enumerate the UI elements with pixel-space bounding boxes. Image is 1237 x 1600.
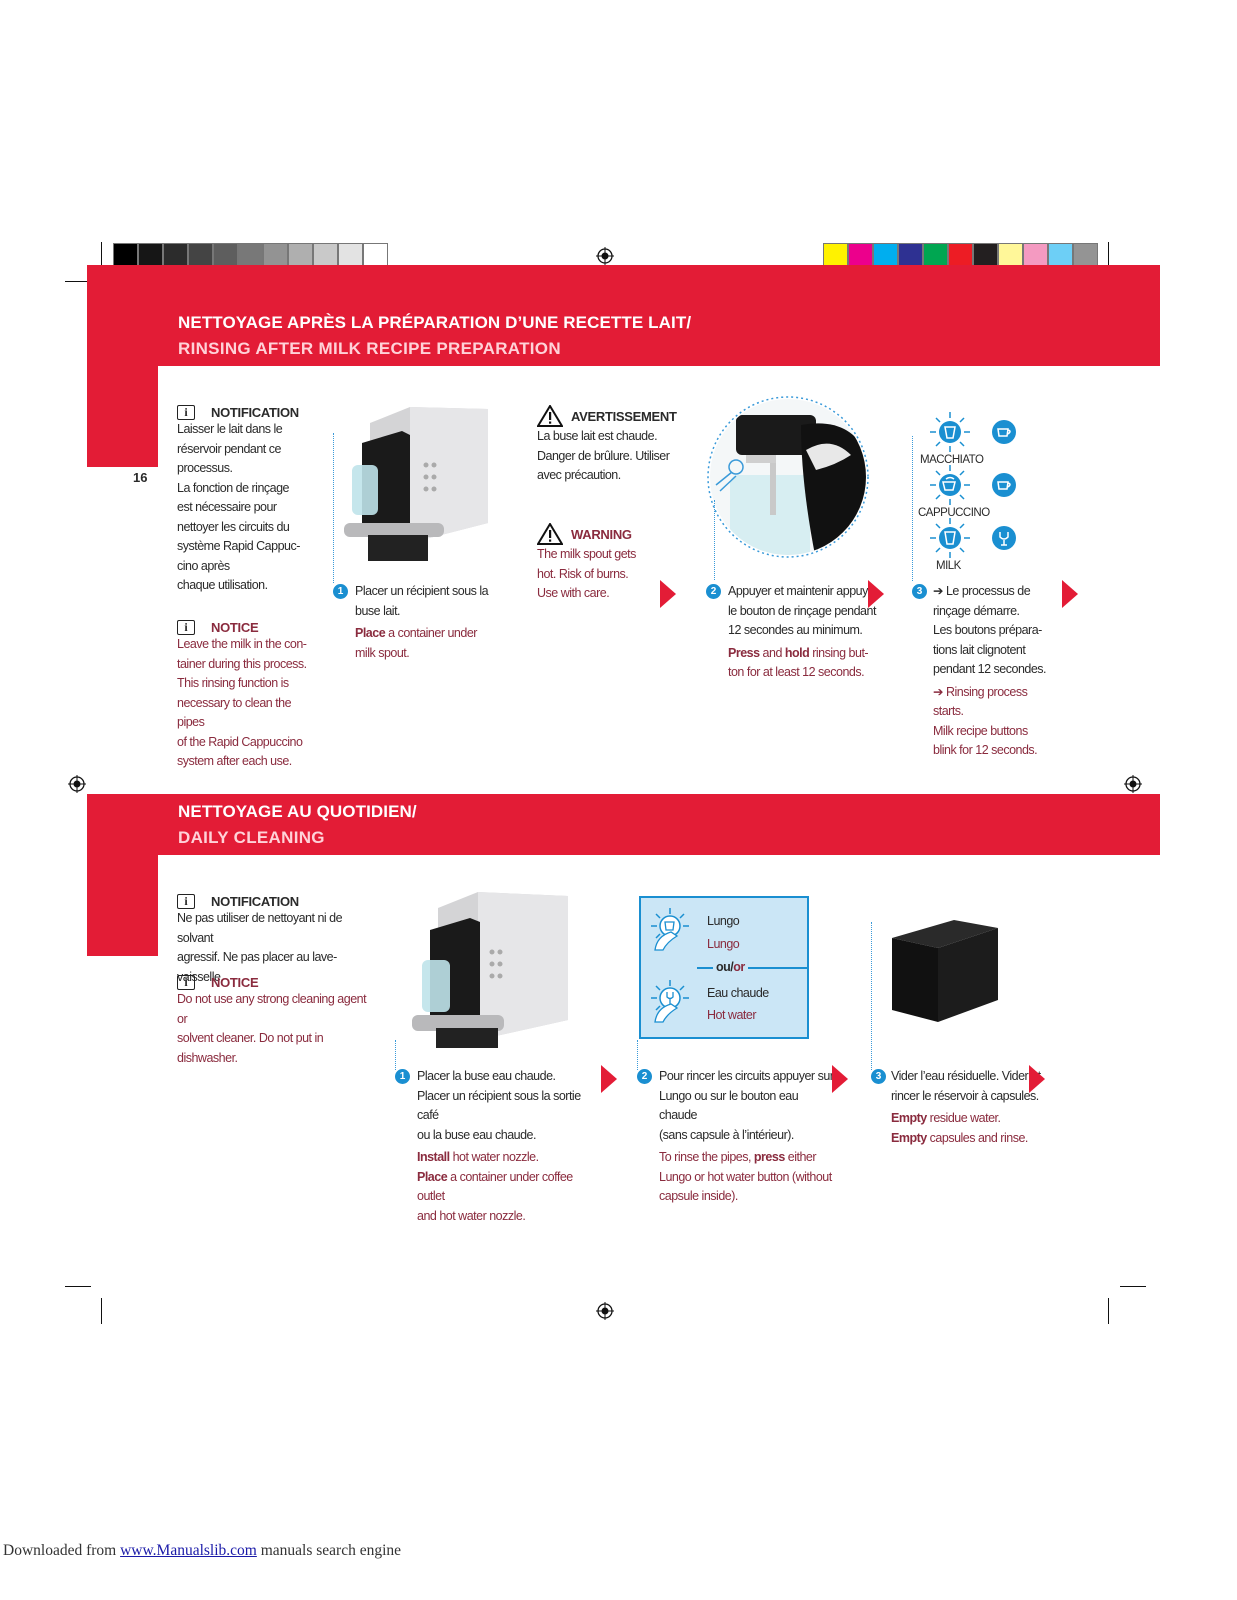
notification-block: i NOTIFICATION Ne pas utiliser de nettoy…: [177, 894, 377, 987]
step-divider: [714, 500, 715, 580]
notice-text: Do not use any strong cleaning agent or …: [177, 992, 367, 1065]
step-divider: [912, 436, 913, 581]
cappuccino-label: CAPPUCCINO: [918, 507, 990, 519]
coffee-machine-illustration: [344, 407, 488, 561]
step1-text: Placer un récipient sous la buse lait. P…: [355, 584, 489, 660]
lungo-button-icon[interactable]: [647, 906, 693, 952]
crop-mark: [65, 281, 91, 282]
milk-button-icon[interactable]: [930, 518, 970, 558]
step-divider: [637, 1040, 638, 1070]
step-number-badge: 3: [912, 584, 927, 599]
registration-mark-icon: [68, 775, 86, 793]
section-header-band: [87, 265, 1160, 366]
notice-text: Leave the milk in the con- tainer during…: [177, 637, 307, 768]
crop-mark: [1108, 1298, 1109, 1324]
step-divider: [395, 1040, 396, 1070]
lungo-label-fr: Lungo: [707, 914, 740, 928]
notice-block: i NOTICE Leave the milk in the con- tain…: [177, 620, 317, 772]
next-arrow-icon: [660, 580, 676, 608]
warning-triangle-icon: [537, 523, 563, 545]
hot-water-button-icon[interactable]: [647, 978, 693, 1024]
step-divider: [333, 433, 334, 583]
macchiato-button-icon[interactable]: [930, 412, 970, 452]
next-arrow-icon: [1062, 580, 1078, 608]
capsule-container-illustration: [892, 920, 998, 1022]
section-title-en: DAILY CLEANING: [178, 828, 325, 847]
notification-title: NOTIFICATION: [211, 405, 299, 420]
step-number-badge: 2: [706, 584, 721, 599]
notification-text: Laisser le lait dans le réservoir pendan…: [177, 422, 300, 592]
macchiato-label: MACCHIATO: [920, 454, 984, 466]
step2-text: Appuyer et maintenir appuyé le bouton de…: [728, 584, 876, 679]
cup-button-icon[interactable]: [991, 419, 1017, 445]
warning-triangle-icon: [537, 405, 563, 427]
download-footer: Downloaded from www.Manualslib.com manua…: [3, 1542, 402, 1559]
hot-water-label-en: Hot water: [707, 1008, 757, 1022]
manualslib-link[interactable]: www.Manualslib.com: [120, 1542, 257, 1559]
step2-text: Pour rincer les circuits appuyer sur Lun…: [659, 1069, 834, 1203]
warning-title: WARNING: [571, 526, 632, 542]
cup-button-icon[interactable]: [991, 472, 1017, 498]
button-panel: Lungo Lungo ou/or Eau chaude Hot water: [639, 896, 809, 1039]
cappuccino-button-icon[interactable]: [930, 465, 970, 505]
side-tab: [87, 366, 158, 467]
or-label: ou/or: [713, 958, 748, 978]
crop-mark: [101, 1298, 102, 1324]
avertissement-text: La buse lait est chaude. Danger de brûlu…: [537, 429, 670, 482]
notice-block: i NOTICE Do not use any strong cleaning …: [177, 975, 377, 1068]
avertissement-block: AVERTISSEMENT La buse lait est chaude. D…: [537, 405, 677, 486]
info-icon: i: [177, 975, 195, 990]
crop-mark: [101, 242, 102, 268]
coffee-machine-illustration: [412, 892, 568, 1048]
hot-water-label-fr: Eau chaude: [707, 986, 769, 1000]
notice-title: NOTICE: [211, 620, 259, 635]
milk-label: MILK: [936, 560, 961, 572]
page-number: 16: [133, 470, 148, 485]
step-number-badge: 2: [637, 1069, 652, 1084]
step3-text: ➔ Le processus de rinçage démarre. Les b…: [933, 584, 1047, 757]
step-divider: [871, 922, 872, 1070]
crop-mark: [1108, 242, 1109, 268]
section-title-fr: NETTOYAGE AU QUOTIDIEN/: [178, 802, 417, 821]
milk-spout-closeup-illustration: [707, 396, 869, 558]
next-arrow-icon: [832, 1065, 848, 1093]
step3-text: Vider l’eau résiduelle. Vider et rincer …: [891, 1069, 1041, 1145]
next-arrow-icon: [1029, 1065, 1045, 1093]
section-title-fr: NETTOYAGE APRÈS LA PRÉPARATION D’UNE REC…: [178, 313, 692, 332]
crop-mark: [65, 1286, 91, 1287]
lungo-label-en: Lungo: [707, 937, 740, 951]
step-number-badge: 3: [871, 1069, 886, 1084]
registration-mark-icon: [1124, 775, 1142, 793]
crop-mark: [1120, 1286, 1146, 1287]
avertissement-title: AVERTISSEMENT: [571, 408, 677, 424]
registration-mark-icon: [596, 247, 614, 265]
rinse-button-icon[interactable]: [991, 525, 1017, 551]
step-number-badge: 1: [395, 1069, 410, 1084]
next-arrow-icon: [601, 1065, 617, 1093]
info-icon: i: [177, 620, 195, 635]
section-title-en: RINSING AFTER MILK RECIPE PREPARATION: [178, 339, 561, 358]
notice-title: NOTICE: [211, 975, 259, 990]
or-divider: [697, 967, 809, 969]
step-number-badge: 1: [333, 584, 348, 599]
notification-title: NOTIFICATION: [211, 894, 299, 909]
notification-block: i NOTIFICATION Laisser le lait dans le r…: [177, 405, 317, 596]
info-icon: i: [177, 405, 195, 420]
step1-text: Placer la buse eau chaude. Placer un réc…: [417, 1069, 581, 1223]
side-tab: [87, 855, 158, 956]
warning-block: WARNING The milk spout gets hot. Risk of…: [537, 523, 677, 604]
warning-text: The milk spout gets hot. Risk of burns. …: [537, 547, 636, 600]
notification-text: Ne pas utiliser de nettoyant ni de solva…: [177, 911, 343, 984]
next-arrow-icon: [868, 580, 884, 608]
registration-mark-icon: [596, 1302, 614, 1320]
info-icon: i: [177, 894, 195, 909]
section-header-band: [87, 794, 1160, 855]
